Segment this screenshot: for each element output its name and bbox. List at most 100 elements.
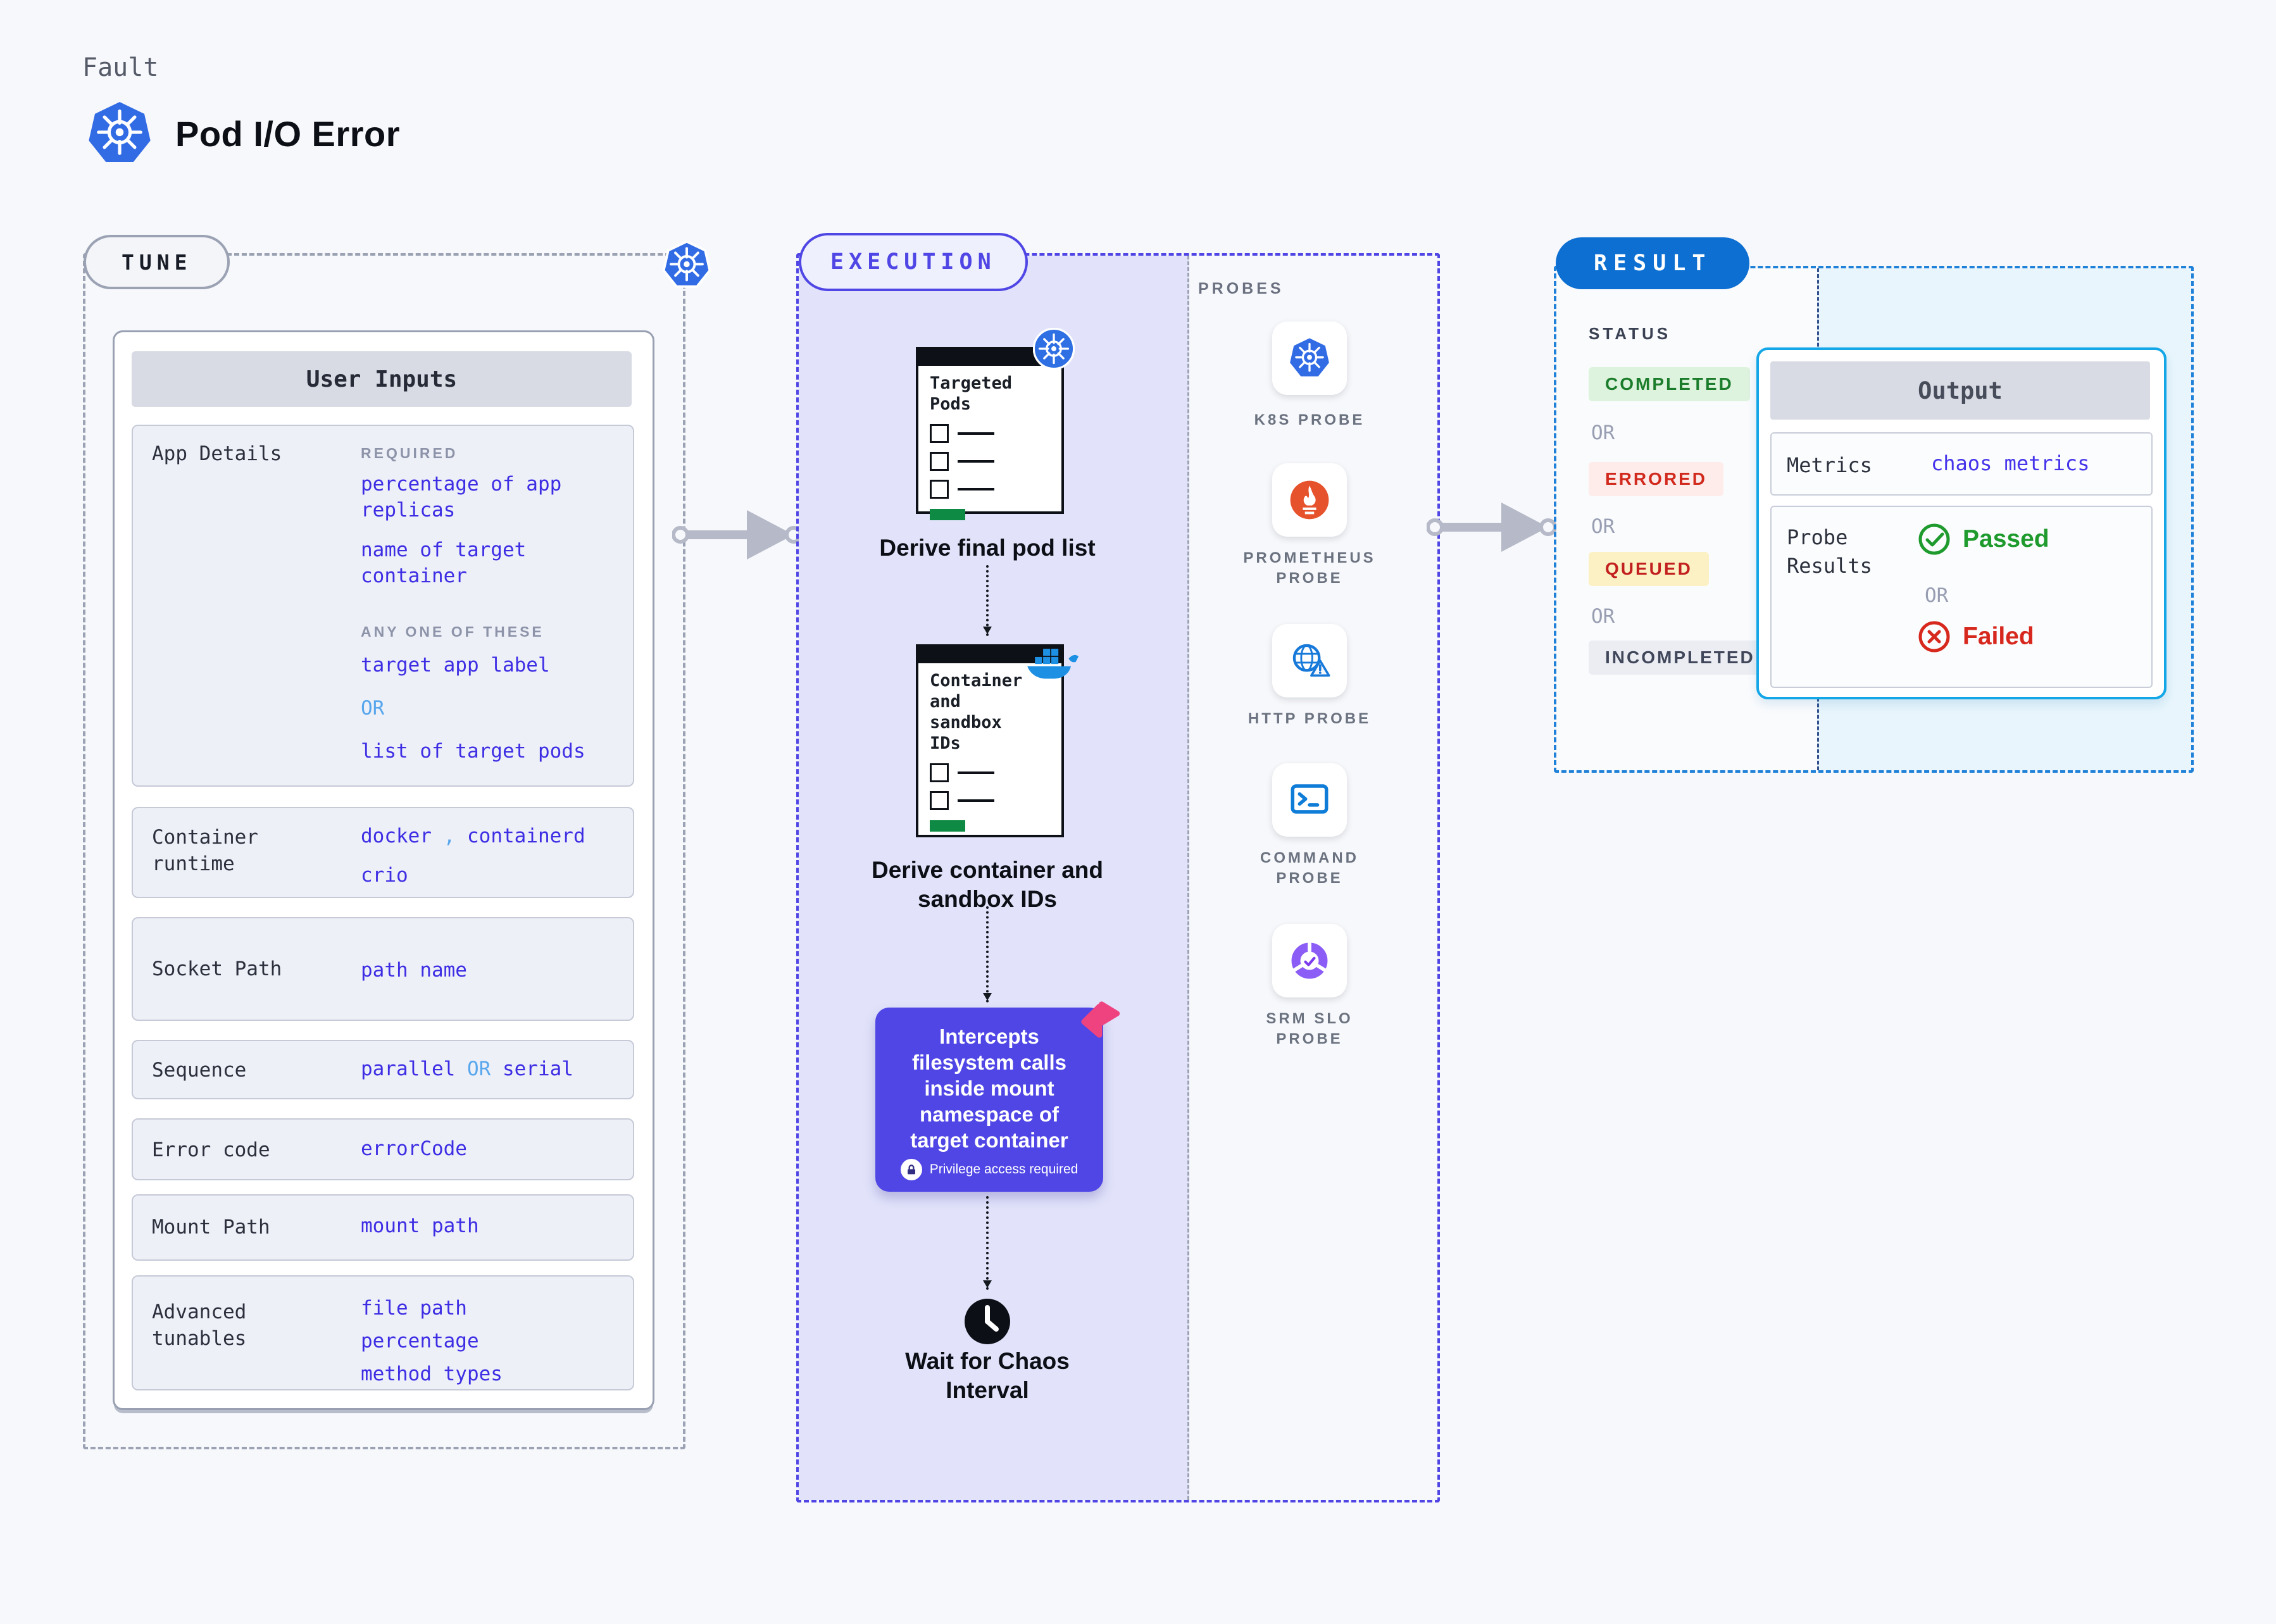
value-target-app-label: target app label	[361, 654, 550, 677]
checkbox-icon	[930, 763, 949, 782]
lock-icon	[900, 1159, 922, 1180]
value-path-name: path name	[361, 959, 467, 982]
status-chip-errored: ERRORED	[1589, 462, 1724, 496]
line-icon	[958, 487, 994, 490]
value-method-types: method types	[361, 1363, 503, 1385]
value-error-code: errorCode	[361, 1137, 467, 1160]
clock-icon	[965, 1299, 1010, 1344]
row-label: App Details	[152, 442, 282, 465]
line-icon	[958, 799, 994, 802]
row-mount-path: Mount Path mount path	[132, 1194, 634, 1261]
fault-eyebrow: Fault	[82, 53, 159, 82]
privilege-badge: Privilege access required	[875, 1159, 1103, 1180]
row-sequence: Sequence parallel OR serial	[132, 1040, 634, 1099]
row-label: Mount Path	[152, 1216, 270, 1239]
kubernetes-icon	[89, 102, 151, 163]
node-title: Container and sandbox IDs	[930, 671, 1023, 753]
status-chip-queued: QUEUED	[1589, 552, 1709, 586]
row-label: Socket Path	[152, 958, 282, 980]
flow-connector	[983, 906, 992, 1003]
node-caption: Wait for Chaos Interval	[905, 1348, 1070, 1404]
status-chip-completed: COMPLETED	[1589, 367, 1750, 401]
or-text: OR	[1591, 605, 1615, 628]
line-icon	[958, 459, 994, 463]
flow-connector	[983, 565, 992, 636]
progress-bar	[930, 820, 965, 832]
node-title: Targeted Pods	[930, 373, 1013, 414]
metrics-row: Metrics chaos metrics	[1770, 432, 2153, 496]
failed-verdict: Failed	[1917, 620, 2034, 654]
page-header: Pod I/O Error	[87, 100, 400, 167]
or-text: OR	[1591, 422, 1615, 444]
id-list-item	[930, 763, 1061, 782]
pod-list-item	[930, 479, 1061, 499]
user-inputs-card: User Inputs App Details REQUIRED percent…	[113, 330, 654, 1410]
value-mount-path: mount path	[361, 1215, 479, 1237]
check-circle-icon	[1918, 523, 1950, 555]
progress-bar	[930, 508, 965, 520]
pod-list-item	[930, 423, 1061, 443]
metrics-value: chaos metrics	[1931, 451, 2090, 475]
metrics-label: Metrics	[1787, 453, 1872, 477]
checkbox-icon	[930, 479, 949, 499]
status-heading: STATUS	[1589, 324, 1672, 343]
kubernetes-icon	[662, 240, 711, 288]
line-icon	[958, 432, 994, 435]
globe-alert-icon	[1292, 644, 1330, 677]
node-caption: Derive final pod list	[879, 535, 1096, 561]
row-app-details: App Details REQUIRED percentage of app r…	[132, 425, 634, 787]
anyone-caption: ANY ONE OF THESE	[361, 623, 544, 640]
probe-label: K8S PROBE	[1254, 411, 1365, 428]
page-title: Pod I/O Error	[175, 113, 400, 154]
id-list-item	[930, 790, 1061, 810]
node-caption: Derive container and sandbox IDs	[871, 857, 1103, 913]
slo-donut-icon	[1291, 942, 1328, 979]
prometheus-icon	[1290, 480, 1329, 520]
x-circle-icon	[1918, 621, 1950, 653]
value-file-path: file path	[361, 1297, 467, 1320]
output-card: Output Metrics chaos metrics Probe Resul…	[1756, 347, 2167, 699]
tune-to-execution-arrow	[672, 510, 803, 559]
terminal-icon	[1291, 784, 1329, 814]
pink-ribbon-icon	[1081, 1001, 1120, 1038]
tune-section-box	[83, 253, 685, 1449]
targeted-pods-node: Targeted Pods	[916, 347, 1064, 520]
or-text: OR	[361, 697, 385, 720]
row-label: Advanced tunables	[152, 1301, 247, 1350]
required-caption: REQUIRED	[361, 445, 458, 461]
checkbox-icon	[930, 451, 949, 471]
row-label: Sequence	[152, 1059, 247, 1082]
passed-verdict: Passed	[1917, 522, 2049, 556]
value-runtimes: docker , containerd	[361, 825, 585, 847]
row-container-runtime: Container runtime docker , containerd cr…	[132, 807, 634, 898]
row-error-code: Error code errorCode	[132, 1118, 634, 1180]
checkbox-icon	[930, 423, 949, 443]
flow-connector	[983, 1196, 992, 1290]
probes-heading: PROBES	[1198, 280, 1284, 297]
intercept-text: Intercepts filesystem calls inside mount…	[910, 1025, 1068, 1152]
execution-section-pill: EXECUTION	[799, 233, 1028, 291]
value-target-container: name of target container	[361, 539, 527, 587]
row-label: Container runtime	[152, 826, 258, 875]
status-chip-incompleted: INCOMPLETED	[1589, 640, 1772, 675]
execution-to-result-arrow	[1427, 503, 1557, 552]
checkbox-icon	[930, 790, 949, 810]
probe-results-label: Probe Results	[1787, 525, 1872, 578]
kubernetes-icon	[1033, 328, 1075, 370]
value-sequence: parallel OR serial	[361, 1058, 573, 1080]
probe-k8s	[1272, 322, 1347, 395]
probe-label: HTTP PROBE	[1247, 710, 1372, 727]
or-text: OR	[1591, 515, 1615, 538]
probe-command	[1272, 763, 1347, 837]
probe-http	[1272, 624, 1347, 697]
probe-results-row: Probe Results Passed OR Failed	[1770, 506, 2153, 688]
user-inputs-header: User Inputs	[132, 351, 632, 407]
value-percentage: percentage	[361, 1330, 479, 1352]
tune-section-pill: TUNE	[84, 235, 230, 289]
or-text: OR	[1925, 584, 1949, 607]
kubernetes-icon	[1290, 338, 1329, 377]
